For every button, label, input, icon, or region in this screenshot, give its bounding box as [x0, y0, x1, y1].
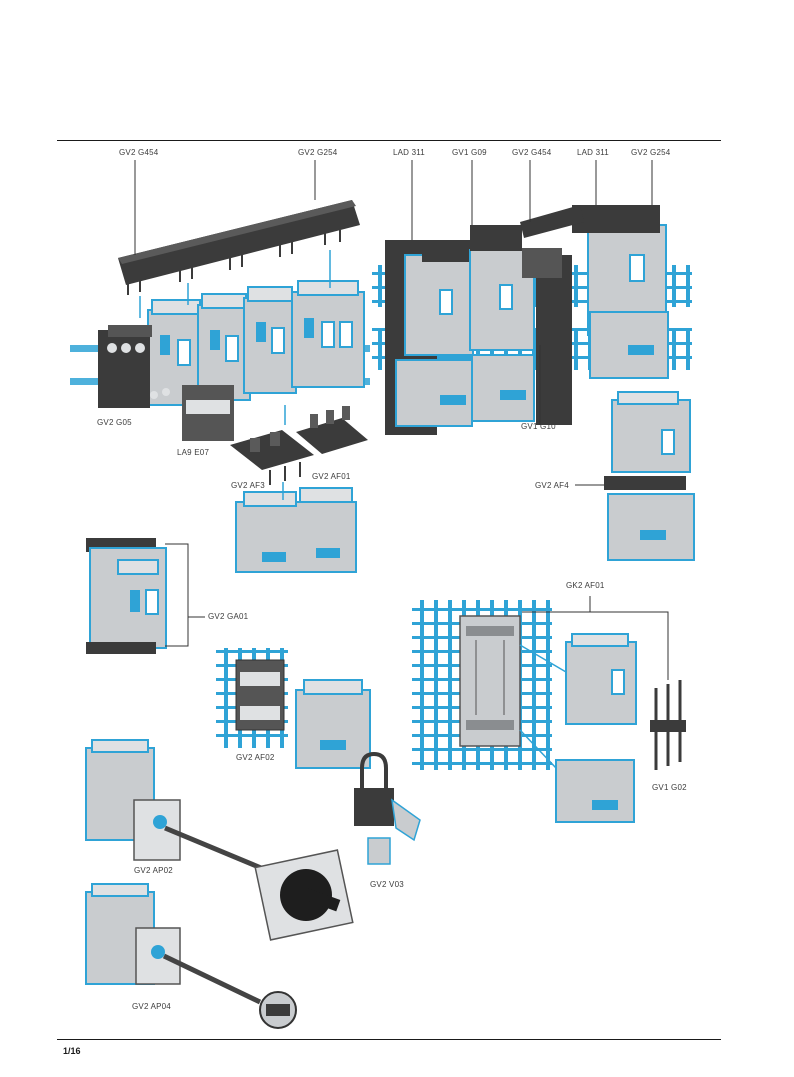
cover-la9-e07	[182, 385, 234, 441]
contactor-row2	[395, 311, 669, 427]
label-gv2-g454-left: GV2 G454	[119, 148, 159, 157]
left-contactor-row	[70, 280, 370, 406]
label-gv2-ga01: GV2 GA01	[208, 612, 249, 621]
busbar-gv2-g454	[118, 200, 360, 295]
label-gk2-af01: GK2 AF01	[566, 581, 605, 590]
label-gv2-v03: GV2 V03	[370, 880, 404, 889]
label-gv2-af01: GV2 AF01	[312, 472, 351, 481]
bottom-rule	[57, 1039, 721, 1040]
top-rule	[57, 140, 721, 141]
breaker-lad-311	[404, 240, 474, 356]
pins-gv1-g02	[650, 680, 686, 770]
label-gv2-af3: GV2 AF3	[231, 481, 265, 490]
assembly-gk2-af01	[412, 596, 669, 823]
link-gv2-af01	[296, 406, 368, 454]
label-gv2-ap04: GV2 AP04	[132, 1002, 171, 1011]
label-gv1-g09: GV1 G09	[452, 148, 487, 157]
motor-breaker-4	[291, 280, 365, 388]
terminal-block-gv2-g05	[98, 325, 170, 408]
label-la9-e07: LA9 E07	[177, 448, 210, 457]
label-gv2-ap02: GV2 AP02	[134, 866, 173, 875]
label-lad-311-b: LAD 311	[577, 148, 609, 157]
label-gv1-g10: GV1 G10	[521, 422, 556, 431]
label-gv1-g02: GV1 G02	[652, 783, 687, 792]
right-contactor-row	[372, 205, 692, 435]
assembly-gv2-ap02	[85, 739, 354, 941]
motor-breaker-2	[197, 293, 251, 401]
assembly-gv2-af02	[216, 648, 371, 769]
assembly-gv2-ga01	[86, 538, 205, 654]
assembly-gv2-af4	[604, 391, 695, 561]
page-number: 1/16	[63, 1046, 81, 1056]
motor-breaker-3	[243, 286, 297, 394]
padlock-gv2-v03	[354, 751, 421, 865]
label-lad-311-a: LAD 311	[393, 148, 425, 157]
label-gv2-af4: GV2 AF4	[535, 481, 569, 490]
assembly-gv2-ap04	[85, 883, 297, 1029]
label-gv2-g254-right: GV2 G254	[631, 148, 671, 157]
label-gv2-af02: GV2 AF02	[236, 753, 275, 762]
label-gv2-g05: GV2 G05	[97, 418, 132, 427]
reversing-contactor	[235, 487, 357, 573]
link-gv2-af3	[230, 430, 314, 485]
label-gv2-g254-left: GV2 G254	[298, 148, 338, 157]
label-gv2-g454-right: GV2 G454	[512, 148, 552, 157]
breaker-gv1-g09	[469, 225, 535, 351]
